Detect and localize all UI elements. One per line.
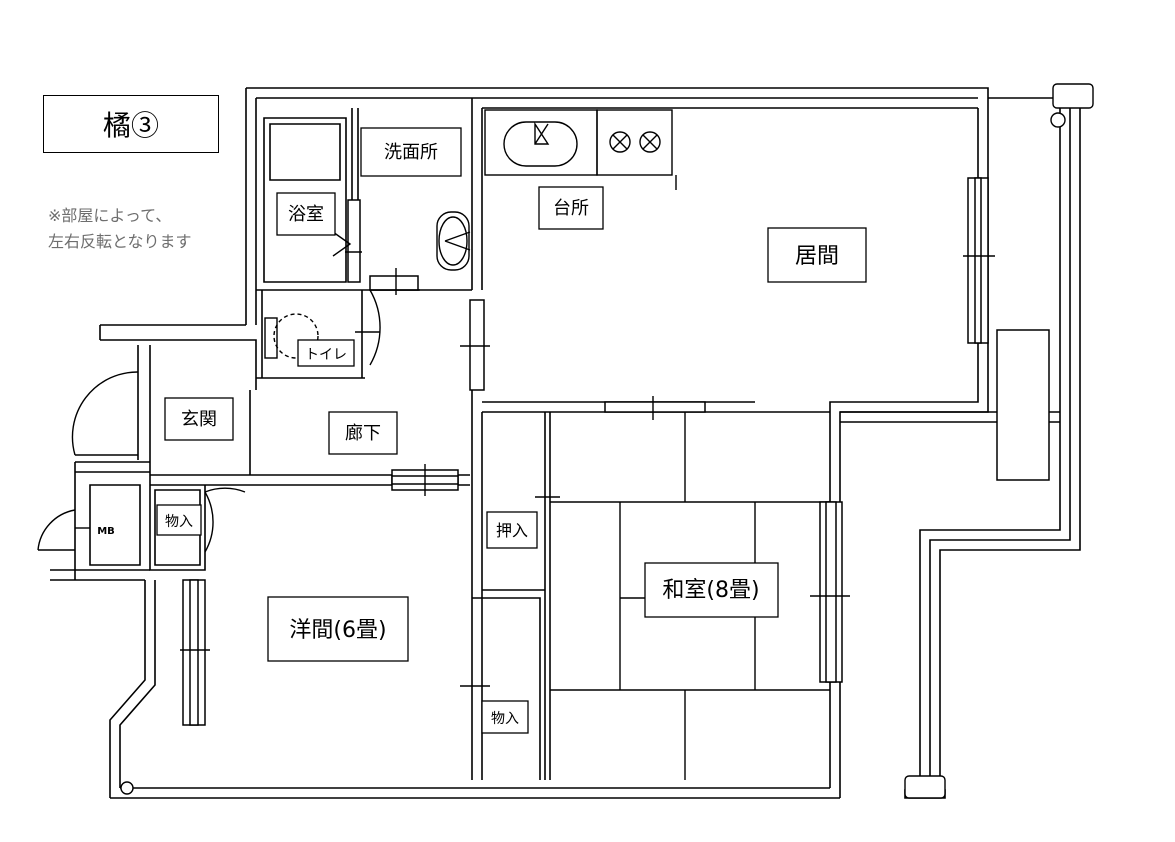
oshiire-label-box (486, 511, 538, 549)
living-label-box (767, 227, 867, 283)
sanitary-fixtures (264, 211, 471, 359)
room-labels: 洗面所 浴室 台所 居間 トイレ 玄関 廊下 MB 物入 洋間(6畳) 押入 和… (97, 127, 867, 734)
note-line-2: 左右反転となります (48, 232, 192, 251)
western-room-label: 洋間(6畳) (289, 618, 386, 643)
living-label: 居間 (795, 244, 839, 269)
orientation-note: ※部屋によって、 左右反転となります (48, 203, 192, 255)
kitchen-fixtures (484, 109, 677, 190)
bath-label: 浴室 (288, 204, 324, 225)
entrance-label: 玄関 (181, 409, 217, 430)
japanese-room-label: 和室(8畳) (662, 578, 759, 603)
washroom-label-box (360, 127, 462, 177)
door-swings (37, 289, 420, 553)
drain-fixtures (120, 83, 1094, 799)
storage-entrance-label: 物入 (165, 514, 193, 530)
meter-box-label: MB (97, 526, 115, 537)
washroom-label: 洗面所 (384, 142, 438, 163)
plan-title: 橘③ (43, 95, 219, 153)
kitchen-label: 台所 (553, 198, 589, 219)
western-room-label-box (267, 596, 409, 662)
toilet-label: トイレ (305, 347, 347, 363)
note-line-1: ※部屋によって、 (48, 206, 172, 225)
windows (182, 177, 1050, 726)
japanese-room-label-box (644, 562, 779, 618)
storage-entrance-label-box (156, 504, 202, 536)
toilet-label-box (297, 339, 355, 367)
storage-lower-label-box (481, 700, 529, 734)
entrance-label-box (164, 397, 234, 441)
bath-label-box (276, 192, 336, 236)
oshiire-label: 押入 (496, 521, 528, 540)
hallway-label-box (328, 411, 398, 455)
door-marks (75, 251, 995, 687)
storage-lower-label: 物入 (491, 711, 519, 727)
kitchen-label-box (538, 186, 604, 230)
hallway-label: 廊下 (345, 423, 381, 444)
